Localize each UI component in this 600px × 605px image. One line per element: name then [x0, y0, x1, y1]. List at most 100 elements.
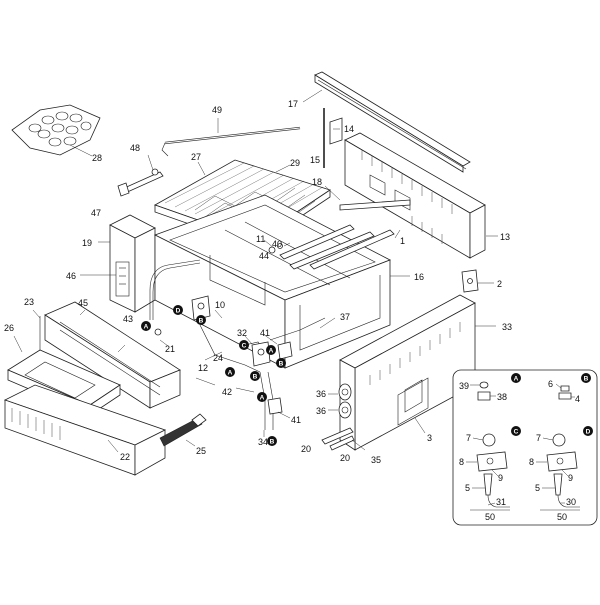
callout-50b: 50: [557, 512, 567, 522]
callout-44: 44: [259, 251, 269, 261]
badge-a-3: A: [225, 367, 235, 377]
badge-b-2: B: [276, 358, 286, 368]
callout-29: 29: [290, 158, 300, 168]
part-drawer-22: [3, 384, 167, 476]
badge-a-4: A: [257, 392, 267, 402]
detail-c: C: [466, 426, 521, 508]
callout-15: 15: [310, 155, 320, 165]
callout-20a: 20: [301, 444, 311, 454]
badge-d-label: D: [586, 429, 591, 436]
callout-8a: 8: [459, 457, 464, 467]
callout-12: 12: [198, 363, 208, 373]
callout-14: 14: [344, 124, 354, 134]
callout-labels: 1 2 3 4 5 5 6 7 7 8 8 9 9 10 11 12 13 14…: [4, 99, 580, 522]
part-front-rail-45: [44, 301, 181, 409]
part-handle-25: [159, 413, 207, 447]
badge-d-label: D: [176, 308, 181, 315]
callout-9a: 9: [498, 473, 503, 483]
part-rod-49: [161, 126, 301, 157]
callout-6: 6: [548, 379, 553, 389]
callout-5a: 5: [465, 483, 470, 493]
callout-30: 30: [566, 497, 576, 507]
badge-a-2: A: [266, 345, 276, 355]
badge-a-label: A: [144, 324, 149, 331]
part-burners: [268, 199, 411, 270]
part-side-panel-19: [109, 214, 156, 313]
callout-22: 22: [120, 452, 130, 462]
callout-49: 49: [212, 105, 222, 115]
badge-d-1: D: [173, 305, 183, 315]
callout-50a: 50: [485, 512, 495, 522]
part-clip-2: [461, 269, 479, 293]
badge-b-3: B: [250, 371, 260, 381]
callout-17: 17: [288, 99, 298, 109]
part-valves-36: [338, 383, 352, 419]
badge-a-label: A: [269, 348, 274, 355]
badge-a-label: A: [514, 376, 519, 383]
callout-43: 43: [123, 314, 133, 324]
callout-7a: 7: [466, 433, 471, 443]
callout-37: 37: [340, 312, 350, 322]
callout-24: 24: [213, 353, 223, 363]
callout-26: 26: [4, 323, 14, 333]
callout-27: 27: [191, 152, 201, 162]
badge-b-label: B: [199, 318, 204, 325]
callout-38: 38: [497, 392, 507, 402]
detail-a: A: [470, 373, 521, 401]
badge-a-1: A: [141, 321, 151, 331]
badge-a-label: A: [260, 395, 265, 402]
callout-20b: 20: [340, 453, 350, 463]
detail-inset: A B C: [452, 369, 598, 526]
callout-18: 18: [312, 177, 322, 187]
badge-c-label: C: [242, 343, 247, 350]
callout-25: 25: [196, 446, 206, 456]
detail-d: D: [536, 426, 593, 508]
callout-5b: 5: [535, 483, 540, 493]
badge-c-1: C: [239, 340, 249, 350]
callout-28: 28: [92, 153, 102, 163]
callout-11: 11: [256, 234, 265, 244]
badge-c-label: C: [514, 429, 519, 436]
callout-4: 4: [575, 394, 580, 404]
callout-13: 13: [500, 232, 510, 242]
callout-39: 39: [459, 381, 469, 391]
badge-b-label: B: [270, 439, 275, 446]
part-nozzles-20: [321, 427, 355, 451]
badge-b-1: B: [196, 315, 206, 325]
detail-b: B: [555, 373, 591, 400]
callout-34: 34: [258, 437, 268, 447]
callout-35: 35: [371, 455, 381, 465]
badge-b-label: B: [584, 376, 589, 383]
callout-32: 32: [237, 328, 247, 338]
callout-23: 23: [24, 297, 34, 307]
callout-41a: 41: [260, 328, 270, 338]
callout-16: 16: [414, 272, 424, 282]
callout-48: 48: [130, 143, 140, 153]
callout-8b: 8: [529, 457, 534, 467]
callout-7b: 7: [536, 433, 541, 443]
part-gas-line: [149, 259, 326, 430]
callout-46: 46: [66, 271, 76, 281]
callout-10: 10: [215, 300, 225, 310]
callout-36b: 36: [316, 406, 326, 416]
callout-3: 3: [427, 433, 432, 443]
callout-40: 40: [272, 239, 282, 249]
badge-b-label: B: [253, 374, 258, 381]
callout-36a: 36: [316, 389, 326, 399]
callout-41b: 41: [291, 415, 301, 425]
callout-19: 19: [82, 238, 92, 248]
part-bracket-14-15: [323, 108, 343, 168]
part-rail-17: [314, 71, 471, 173]
callout-9b: 9: [568, 473, 573, 483]
part-lava-rocks: [11, 104, 101, 156]
badge-b-label: B: [279, 361, 284, 368]
callout-31: 31: [496, 497, 506, 507]
callout-21: 21: [165, 344, 175, 354]
callout-2: 2: [497, 279, 502, 289]
callout-1: 1: [400, 236, 405, 246]
badge-a-label: A: [228, 370, 233, 377]
part-back-panel-13: [344, 132, 486, 259]
callout-45: 45: [78, 298, 88, 308]
